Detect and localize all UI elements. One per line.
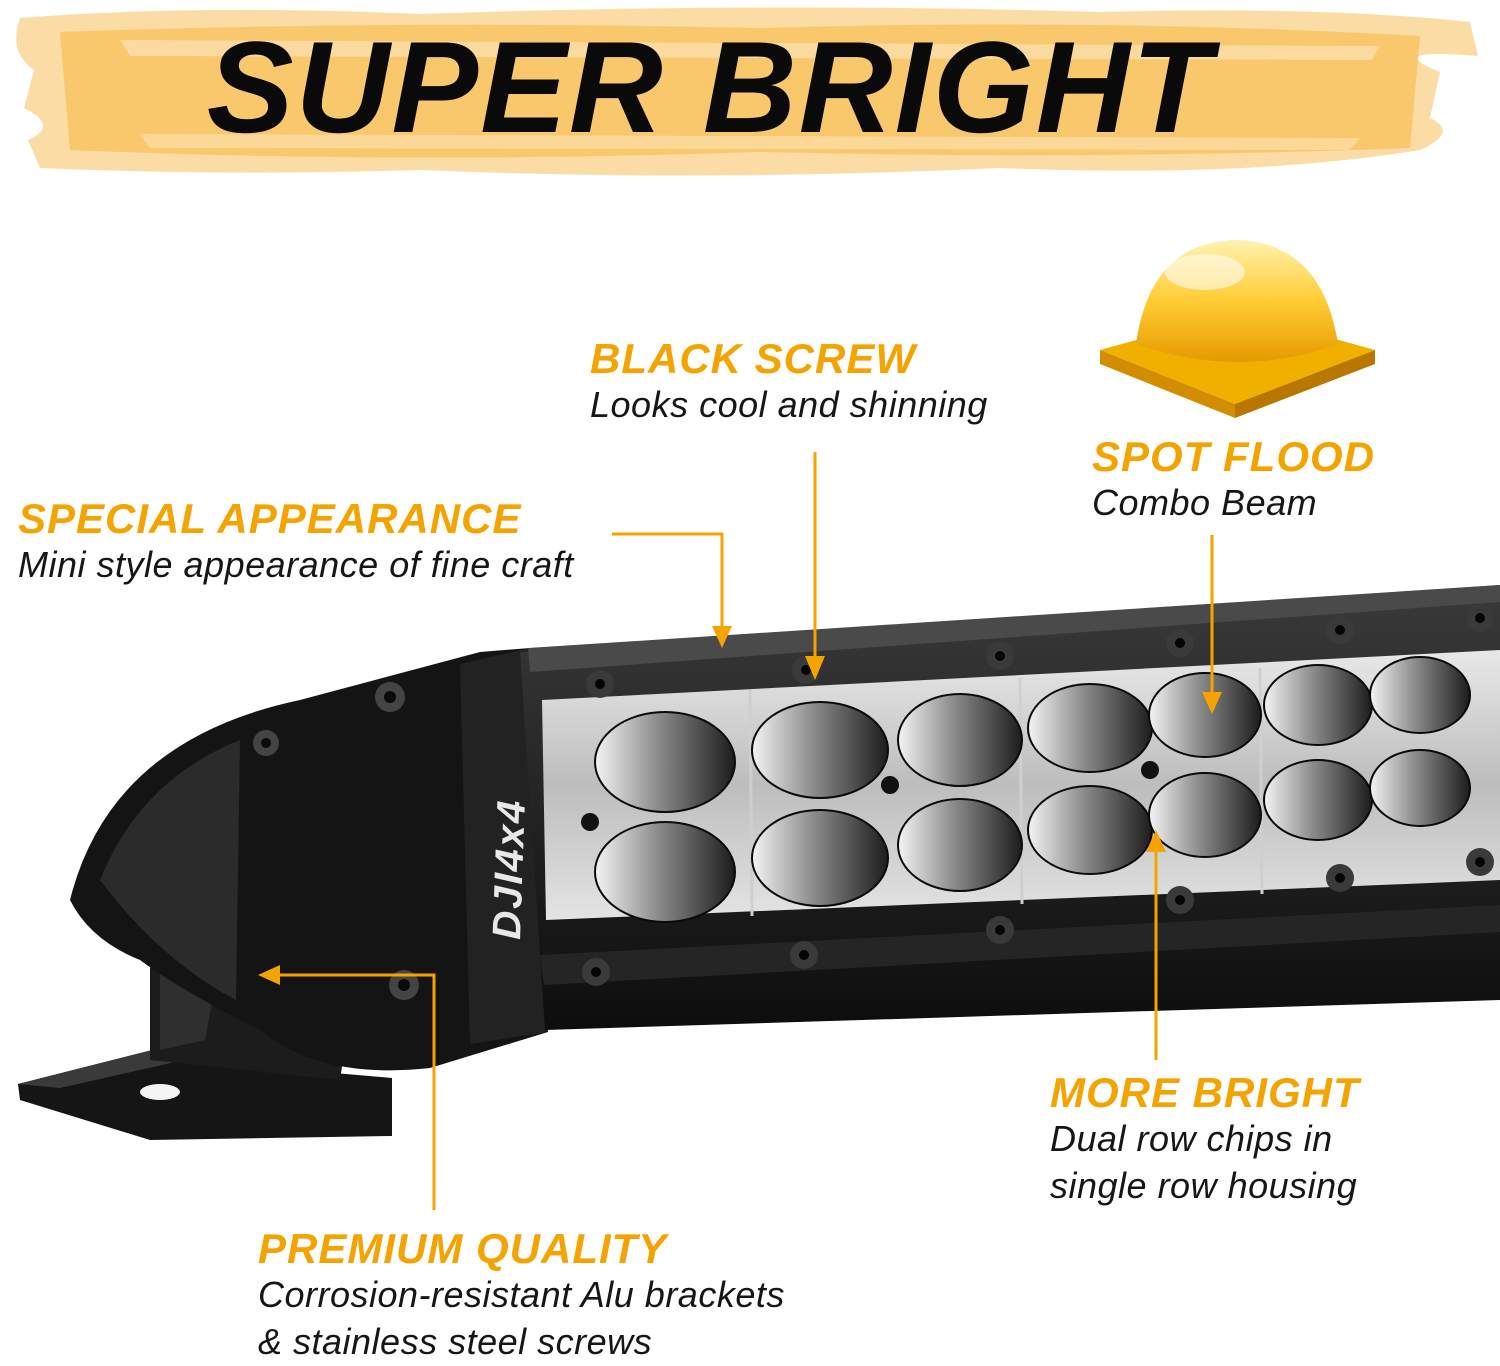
callout-special-appearance: SPECIAL APPEARANCE Mini style appearance…	[18, 495, 574, 589]
callout-description: Mini style appearance of fine craft	[18, 544, 574, 586]
callout-premium-quality: PREMIUM QUALITY Corrosion-resistant Alu …	[258, 1225, 785, 1366]
callout-description: Combo Beam	[1092, 482, 1318, 524]
callout-title: MORE BRIGHT	[1050, 1069, 1360, 1116]
callout-more-bright: MORE BRIGHT Dual row chips in single row…	[1050, 1069, 1360, 1210]
callout-title: SPOT FLOOD	[1092, 433, 1375, 480]
leader-special-appearance	[612, 532, 724, 630]
callout-title: SPECIAL APPEARANCE	[18, 495, 522, 542]
callout-description-line-1: Corrosion-resistant Alu brackets	[258, 1274, 785, 1316]
callout-arrowheads	[258, 626, 1222, 985]
brush-stroke-banner	[16, 7, 1478, 176]
callout-spot-flood: SPOT FLOOD Combo Beam	[1092, 433, 1375, 527]
arrow-premium-quality	[258, 965, 280, 985]
arrow-black-screw	[805, 656, 825, 680]
callout-black-screw: BLACK SCREW Looks cool and shinning	[590, 335, 988, 429]
arrow-special-appearance	[712, 626, 732, 648]
callout-description-line-2: single row housing	[1050, 1164, 1358, 1206]
callout-description-line-1: Dual row chips in	[1050, 1118, 1333, 1160]
callout-title: PREMIUM QUALITY	[258, 1225, 668, 1272]
leader-premium-quality	[276, 973, 436, 1210]
arrow-spot-flood	[1202, 692, 1222, 714]
page-headline: SUPER BRIGHT	[206, 14, 1214, 160]
brand-mark: DJI4x4	[485, 798, 534, 940]
end-cap	[70, 648, 548, 1071]
led-lens-rows	[581, 656, 1471, 923]
led-chip-dome	[1100, 240, 1375, 418]
callout-description: Looks cool and shinning	[590, 384, 988, 426]
callout-description-line-2: & stainless steel screws	[258, 1320, 653, 1362]
arrow-more-bright	[1146, 830, 1166, 852]
callout-leaders	[276, 452, 1214, 1210]
callout-title: BLACK SCREW	[590, 335, 916, 382]
